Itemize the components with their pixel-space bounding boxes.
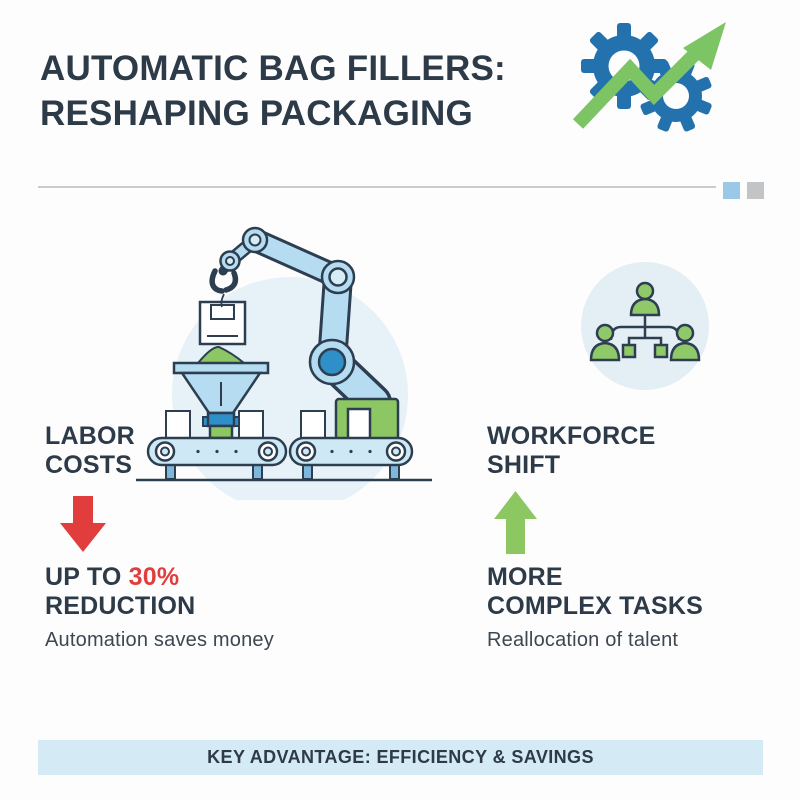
divider-line — [38, 186, 716, 188]
workforce-shift-heading-line1: WORKFORCE — [487, 422, 656, 450]
workforce-shift-heading: WORKFORCE SHIFT — [487, 422, 655, 480]
gears-growth-icon — [572, 22, 726, 132]
workforce-shift-heading-line2: SHIFT — [487, 451, 561, 479]
key-advantage-banner: KEY ADVANTAGE: EFFICIENCY & SAVINGS — [38, 740, 763, 775]
labor-costs-heading-line1: LABOR — [45, 422, 135, 450]
page-title-line1: AUTOMATIC BAG FILLERS: — [40, 49, 506, 89]
robot-bag-filler-illustration — [136, 226, 432, 500]
labor-stat-line1: UP TO 30% — [45, 563, 195, 592]
workforce-stat-line2: COMPLEX TASKS — [487, 592, 704, 620]
labor-caption: Automation saves money — [45, 629, 274, 651]
labor-costs-heading-line2: COSTS — [45, 451, 133, 479]
workforce-caption: Reallocation of talent — [487, 629, 679, 651]
page-title: AUTOMATIC BAG FILLERS: RESHAPING PACKAGI… — [40, 47, 506, 135]
key-advantage-banner-text: KEY ADVANTAGE: EFFICIENCY & SAVINGS — [207, 747, 594, 767]
workforce-stat: MORE COMPLEX TASKS — [487, 563, 703, 621]
labor-stat: UP TO 30% REDUCTION — [45, 563, 195, 621]
labor-stat-highlight: 30% — [128, 563, 180, 591]
up-arrow-icon — [494, 491, 537, 554]
accent-square-blue — [723, 182, 740, 199]
workforce-org-chart-illustration — [581, 262, 709, 390]
labor-stat-prefix: UP TO — [45, 563, 129, 591]
accent-square-gray — [747, 182, 764, 199]
page-title-line2: RESHAPING PACKAGING — [40, 93, 473, 133]
labor-costs-heading: LABOR COSTS — [45, 422, 135, 480]
workforce-stat-line1: MORE — [487, 563, 563, 591]
down-arrow-icon — [60, 496, 106, 552]
labor-stat-line2: REDUCTION — [45, 592, 196, 620]
